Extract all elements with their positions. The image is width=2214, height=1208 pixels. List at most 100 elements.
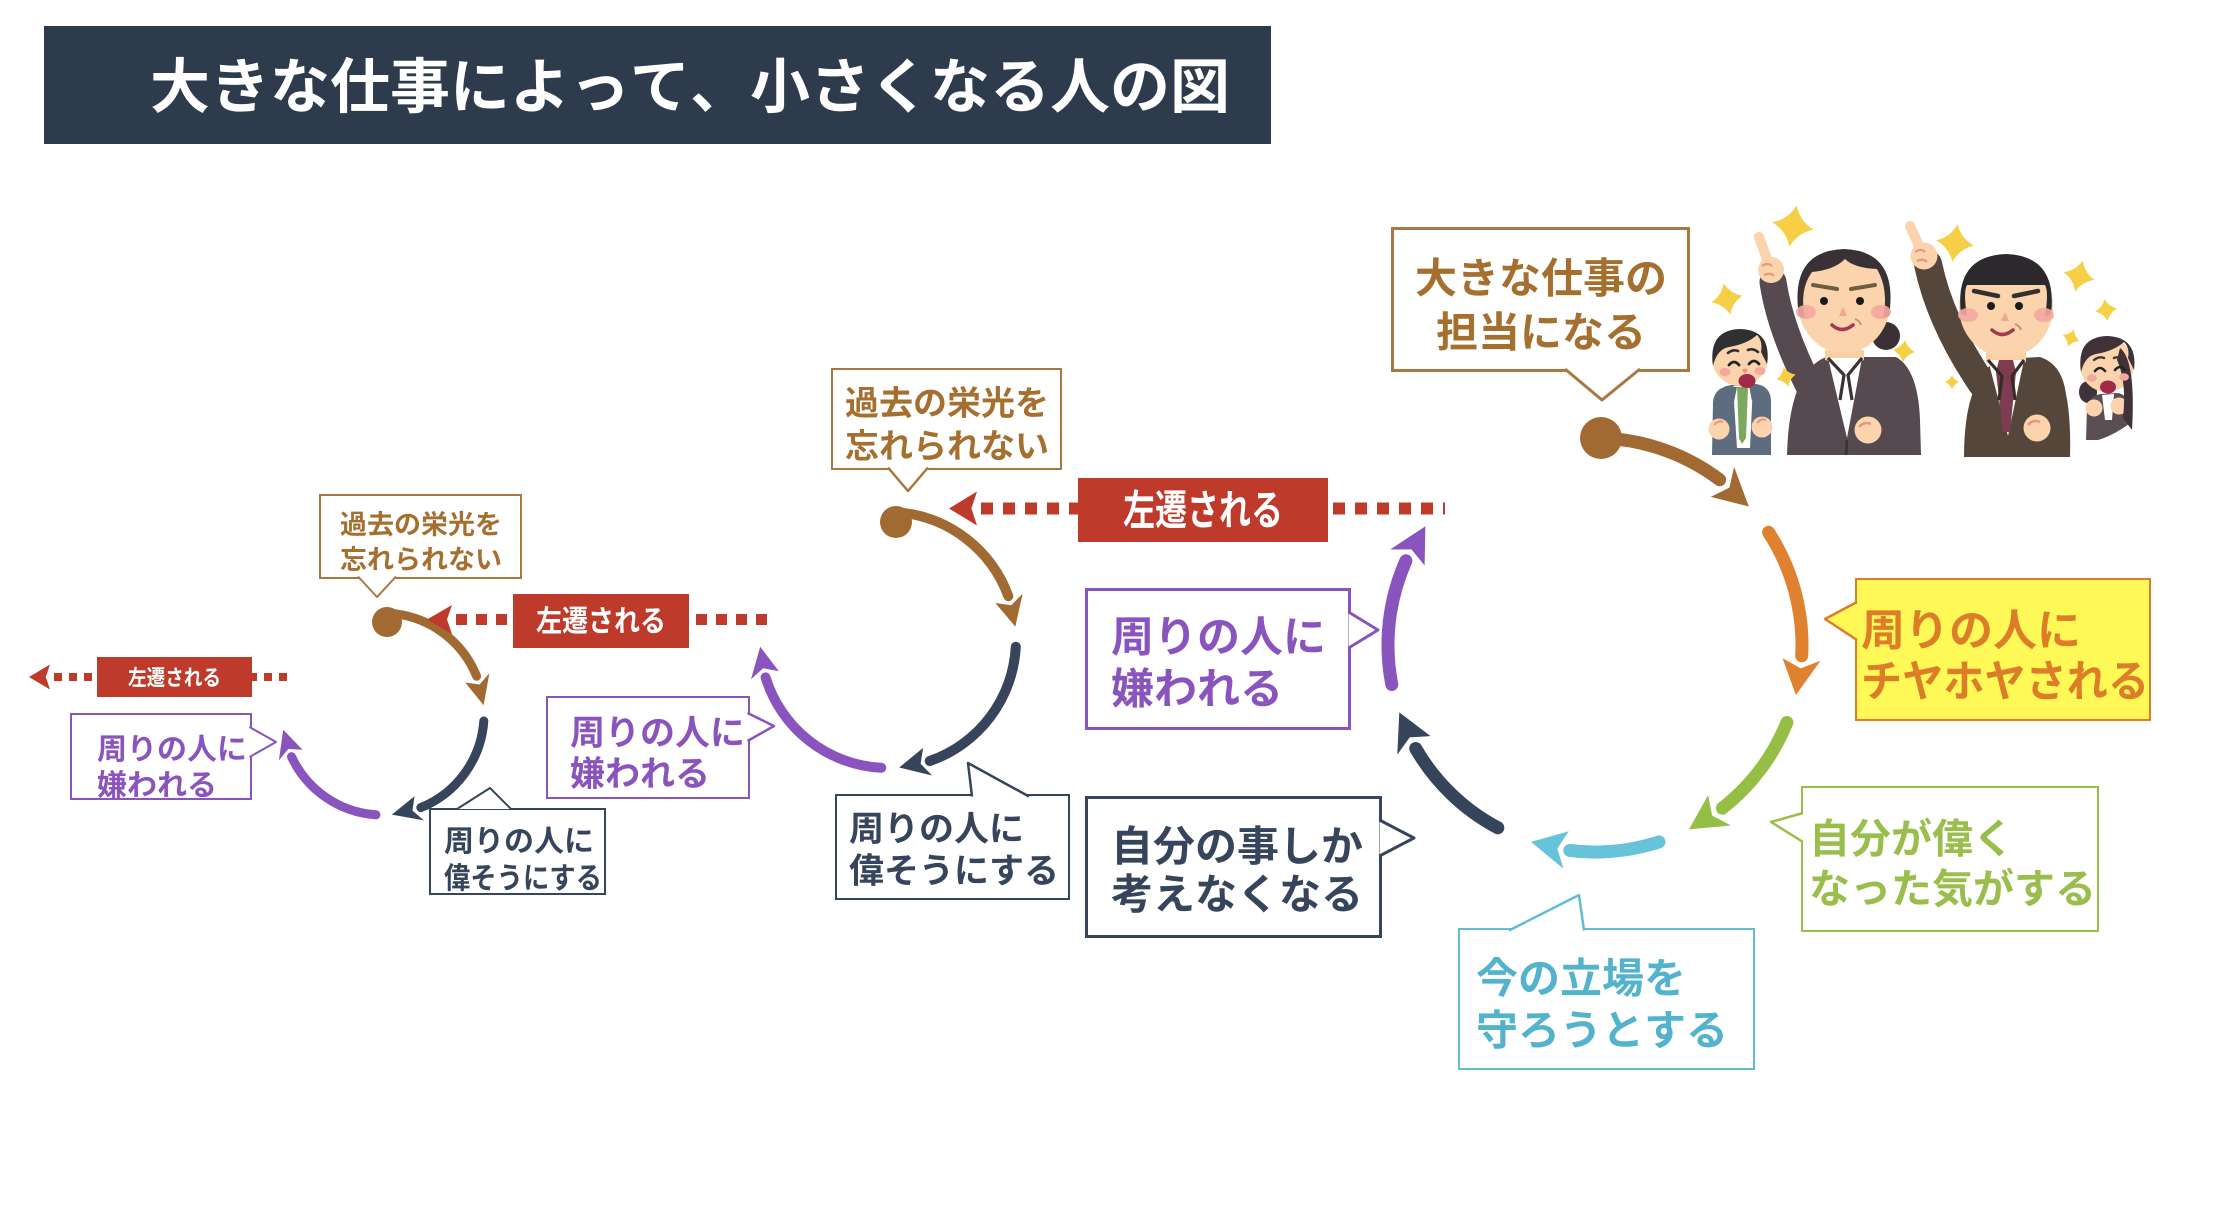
figure-part: [1856, 297, 1864, 305]
glyph-が: [1893, 817, 1932, 855]
text-glyph-run: [1814, 817, 2004, 857]
demotion-arrowhead-middle: [427, 605, 452, 634]
text-glyph-run: [1111, 873, 1358, 913]
big-step-tachiba-line1: [1460, 956, 1753, 998]
glyph-の: [1520, 961, 1557, 995]
figure-part: [1726, 386, 1737, 402]
glyph-の: [1199, 619, 1237, 654]
glyph-え: [1157, 874, 1192, 912]
glyph-な: [1197, 874, 1235, 912]
glyph-す: [551, 864, 574, 891]
glyph-人: [534, 826, 564, 854]
glyph-ら: [917, 430, 943, 460]
text-glyph-run: [849, 811, 1021, 844]
glyph-仕: [331, 56, 389, 114]
glyph-図: [1174, 59, 1226, 114]
demotion-arrowhead-big: [949, 491, 977, 526]
small-step-eraso-line2: [431, 862, 604, 892]
glyph-栄: [421, 510, 447, 537]
small-step-kiraware-line2: [72, 769, 250, 799]
glyph-き: [1462, 258, 1493, 296]
figure-part: [1749, 385, 1760, 401]
figure-part: [1738, 374, 1756, 388]
figure-part: [1726, 348, 1760, 355]
glyph-大: [1416, 256, 1456, 297]
text-glyph-run: [1478, 1009, 1723, 1049]
figure-part: [1796, 305, 1816, 319]
glyph-ヤ: [1904, 660, 1941, 700]
figure-part: [1787, 357, 1921, 455]
glyph-周: [1111, 616, 1150, 656]
glyph-る: [642, 607, 663, 633]
figure-part: [2080, 336, 2135, 372]
glyph-栄: [947, 386, 980, 418]
glyph-の: [1627, 261, 1664, 295]
glyph-気: [1932, 867, 1972, 907]
text-glyph-run: [1416, 256, 1664, 297]
small-trigger-line1: [321, 510, 520, 537]
glyph-し: [1287, 827, 1318, 864]
figure-part: [1958, 308, 1978, 322]
glyph-さ: [1191, 490, 1215, 528]
sparkle-icon: [2095, 299, 2117, 321]
figure-part: [2023, 414, 2051, 442]
glyph-る: [2058, 870, 2091, 905]
glyph-偉: [1932, 817, 1972, 857]
glyph-人: [954, 811, 989, 844]
arc-big-navy: [1409, 742, 1505, 835]
glyph-す: [992, 854, 1022, 885]
glyph-遷: [562, 606, 588, 634]
figure-part: [2034, 308, 2054, 322]
glyph-い: [477, 548, 500, 569]
glyph-の: [1951, 612, 1990, 648]
arc-small-navy: [416, 716, 489, 813]
big-step-chiyahoya-line2: [1857, 658, 2149, 702]
figure-part: [2027, 419, 2041, 426]
label-box-big-step-kiraware: [1085, 588, 1351, 730]
glyph-周: [570, 716, 602, 749]
text-glyph-run: [1862, 608, 2077, 650]
glyph-嫌: [97, 769, 127, 799]
glyph-く: [880, 58, 916, 113]
small-cheering-man: [1708, 329, 1773, 455]
sparkle-icon: [1772, 205, 1814, 247]
glyph-れ: [367, 546, 393, 570]
text-glyph-run: [570, 715, 742, 749]
glyph-ろ: [1521, 1012, 1555, 1048]
glyph-事: [392, 56, 448, 114]
demotion-box-big-demotion: [1078, 478, 1328, 542]
glyph-人: [675, 715, 710, 748]
glyph-に: [992, 813, 1021, 842]
glyph-る: [578, 865, 599, 891]
glyph-う: [924, 854, 948, 885]
glyph-忘: [845, 429, 878, 461]
arrowhead-big-purple: [1390, 526, 1426, 566]
arc-big-brown: [1599, 431, 1727, 487]
glyph-立: [1561, 957, 1601, 996]
sparkle-icon: [2062, 329, 2080, 347]
glyph-れ: [1220, 490, 1251, 528]
glyph-の: [921, 814, 952, 842]
arc-big-orange: [1762, 525, 1809, 663]
glyph-過: [845, 386, 878, 418]
glyph-か: [1323, 827, 1363, 863]
mid-step-eraso-line1: [837, 810, 1068, 845]
figure-part: [1854, 318, 1862, 326]
figure-part: [1839, 307, 1847, 316]
glyph-れ: [1198, 668, 1239, 706]
glyph-る: [204, 667, 219, 687]
demotion-arrowhead-small: [29, 664, 50, 690]
glyph-左: [1123, 489, 1154, 528]
glyph-る: [1243, 669, 1278, 706]
glyph-遷: [1155, 490, 1187, 529]
text-glyph-run: [1111, 615, 1323, 656]
glyph-の: [914, 389, 945, 417]
figure-part: [2117, 348, 2133, 430]
arrowhead-small-navy: [391, 796, 424, 821]
small-step-kiraware-line1: [72, 733, 250, 763]
glyph-チ: [1864, 661, 1900, 699]
big-trigger-line1: [1394, 256, 1687, 298]
big-demotion-label: [1078, 488, 1328, 530]
figure-part: [1987, 302, 1995, 310]
